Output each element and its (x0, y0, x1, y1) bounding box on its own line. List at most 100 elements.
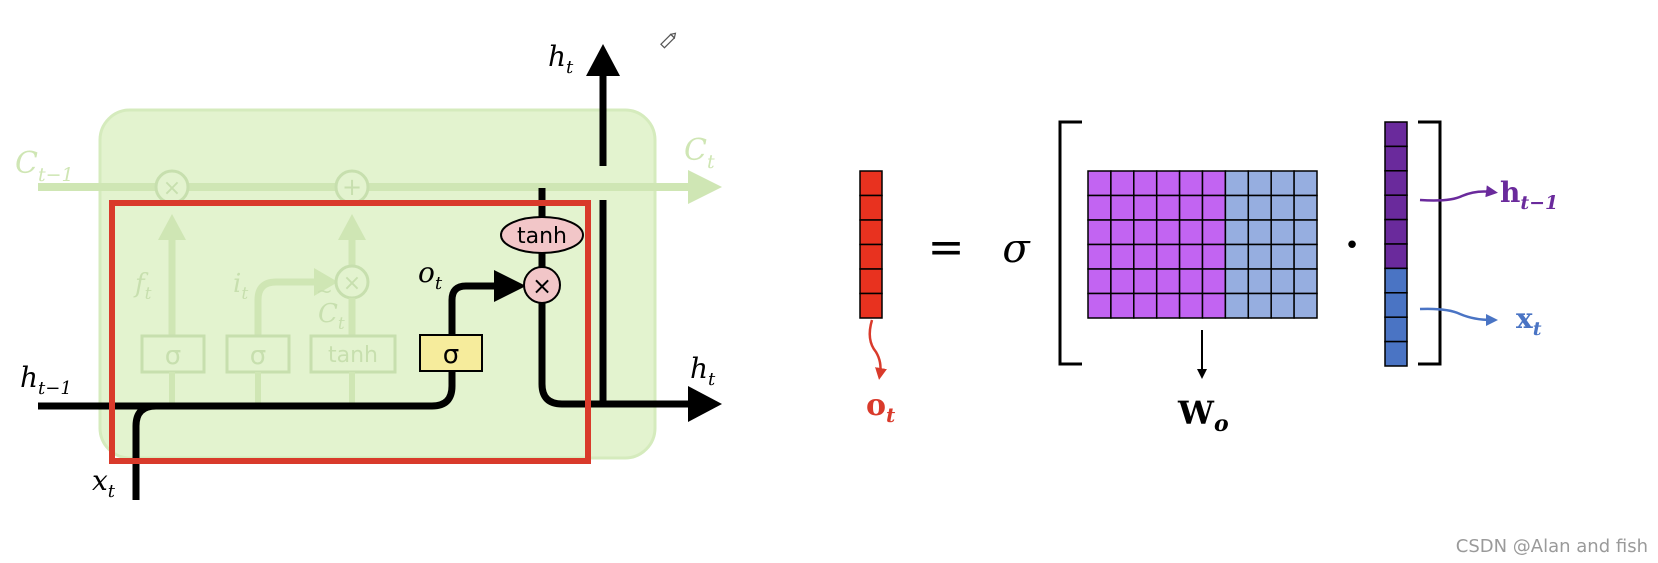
cell-state-arrowhead (688, 170, 722, 204)
w-matrix (1087, 170, 1318, 319)
w-matrix-cell (1133, 292, 1158, 319)
w-matrix-cell (1110, 170, 1135, 197)
input-multiply-symbol: × (343, 271, 361, 296)
x-in-label: xt (92, 464, 116, 502)
cell-state-out-label: Ct (684, 133, 715, 173)
w-matrix-cell (1270, 292, 1295, 319)
w-matrix-cell (1270, 268, 1295, 295)
w-matrix-cell (1270, 219, 1295, 246)
o-label: ot (866, 388, 896, 427)
candidate-gate-tanh: tanh (328, 343, 378, 368)
h-vector-cell (1384, 218, 1408, 245)
output-gate-highlight (109, 200, 591, 464)
candidate-tilde: ~ (316, 279, 333, 303)
h-right-label: ht (690, 352, 716, 390)
w-matrix-cell (1133, 170, 1158, 197)
w-matrix-cell (1087, 194, 1112, 221)
w-matrix-cell (1247, 194, 1272, 221)
h-out-line (538, 302, 690, 408)
w-matrix-cell (1201, 170, 1227, 197)
w-matrix-cell (1087, 243, 1112, 270)
tanh-label: tanh (517, 224, 567, 249)
h-prev-line (38, 372, 456, 410)
o-vector-cell (859, 243, 883, 270)
o-arrow (868, 319, 887, 380)
add-up-arrow (338, 214, 366, 240)
x-vector-label: xt (1516, 302, 1542, 340)
w-matrix-cell (1293, 292, 1318, 319)
forget-up-arrow (158, 214, 186, 240)
w-matrix-cell (1224, 194, 1250, 221)
h-vector-cell (1384, 145, 1408, 172)
h-prev-vector-label: ht−1 (1500, 176, 1558, 214)
o-vector-cell (859, 292, 883, 319)
output-multiply-symbol: × (532, 272, 552, 300)
w-matrix-cell (1110, 268, 1135, 295)
o-vector-cell (859, 170, 883, 197)
w-matrix-cell (1155, 194, 1181, 221)
w-matrix-cell (1155, 170, 1181, 197)
input-arrow (314, 268, 338, 296)
pencil-icon (660, 32, 677, 49)
w-matrix-cell (1178, 194, 1204, 221)
x-vector-cell (1384, 292, 1408, 318)
w-matrix-cell (1293, 194, 1318, 221)
output-multiply-node (523, 266, 561, 304)
w-matrix-cell (1155, 243, 1181, 270)
candidate-gate-box (309, 334, 397, 374)
w-matrix-cell (1224, 292, 1250, 319)
h-vector-cell (1384, 243, 1408, 270)
tanh-oval (500, 216, 584, 254)
w-matrix-cell (1224, 170, 1250, 197)
w-matrix-cell (1224, 243, 1250, 270)
output-gate-equation: ot = σ Wo • ht−1 xt (859, 120, 1558, 437)
h-vector-cell (1384, 170, 1408, 196)
watermark: CSDN @Alan and fish (1455, 536, 1648, 557)
h-prev-label: ht−1 (20, 361, 72, 399)
w-matrix-cell (1133, 268, 1158, 295)
x-vector-cell (1384, 316, 1408, 343)
w-matrix-cell (1178, 292, 1204, 319)
w-matrix-cell (1247, 170, 1272, 197)
x-vector-cell (1384, 340, 1408, 367)
w-matrix-cell (1155, 219, 1181, 246)
w-matrix-cell (1087, 268, 1112, 295)
w-matrix-cell (1201, 243, 1227, 270)
output-gate-box (419, 334, 483, 372)
w-matrix-cell (1201, 194, 1227, 221)
w-matrix-cell (1201, 219, 1227, 246)
output-gate-path (448, 282, 498, 334)
w-matrix-cell (1133, 194, 1158, 221)
output-gate-arrow (494, 270, 526, 302)
right-bracket (1418, 120, 1442, 366)
cell-state-in-label: Ct−1 (15, 146, 74, 186)
w-matrix-cell (1087, 292, 1112, 319)
w-matrix-cell (1247, 243, 1272, 270)
w-matrix-cell (1155, 268, 1181, 295)
h-top-label: ht (548, 40, 574, 78)
forget-multiply-symbol: × (163, 176, 181, 201)
w-matrix-cell (1201, 292, 1227, 319)
x-vector-cell (1384, 267, 1408, 294)
w-matrix-cell (1178, 170, 1204, 197)
hx-vector (1384, 121, 1408, 367)
w-matrix-cell (1293, 243, 1318, 270)
w-matrix-cell (1293, 219, 1318, 246)
output-gate-label: ot (418, 256, 443, 294)
w-matrix-cell (1110, 243, 1135, 270)
dot-operator: • (1344, 231, 1359, 261)
input-path (254, 278, 318, 340)
w-matrix-cell (1178, 268, 1204, 295)
h-out-arrowhead (688, 386, 722, 422)
h-arrow (1419, 185, 1498, 202)
w-matrix-cell (1293, 170, 1318, 197)
o-vector (859, 170, 883, 319)
w-label: Wo (1177, 394, 1229, 437)
w-matrix-cell (1270, 170, 1295, 197)
input-gate-sigma: σ (250, 341, 266, 371)
w-matrix-cell (1247, 219, 1272, 246)
w-matrix-cell (1133, 219, 1158, 246)
w-matrix-cell (1224, 219, 1250, 246)
left-bracket (1058, 120, 1082, 366)
w-matrix-cell (1110, 194, 1135, 221)
